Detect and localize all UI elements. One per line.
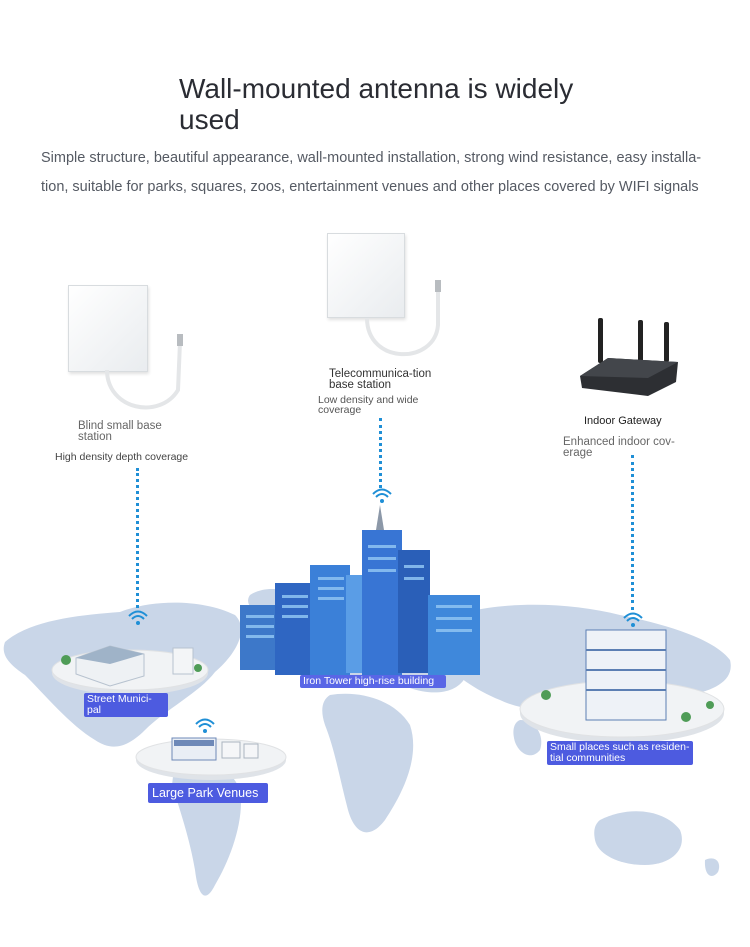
antenna-cable-icon [365,280,441,357]
device-feature-center: Low density and wide coverage [318,394,419,416]
wifi-icon [372,488,392,503]
device-name-center: Telecommunica-tion base station [329,368,432,391]
page-description: Simple structure, beautiful appearance, … [41,150,702,195]
venue-label-street: Street Munici-pal [84,693,168,717]
panel-antenna-center [327,233,405,318]
street-municipal-illustration [51,645,209,695]
signal-line-left [136,468,139,608]
router-icon [580,318,678,396]
signal-line-center [379,418,382,488]
wifi-icon [623,612,643,627]
device-feature-right: Enhanced indoor cov-erage [563,436,675,459]
device-feature-left: High density depth coverage [55,451,189,463]
residential-building-illustration [519,629,725,743]
device-name-right: Indoor Gateway [584,415,662,427]
signal-line-right [631,455,634,610]
park-venue-illustration [135,737,287,780]
city-buildings-illustration [240,505,480,675]
wifi-icon [195,718,215,733]
venue-label-tower: Iron Tower high-rise building [300,675,446,688]
antenna-cable-icon [105,334,183,410]
device-name-left: Blind small base station [78,420,162,443]
wifi-icon [128,610,148,625]
venue-label-park: Large Park Venues [148,783,268,803]
page-title: Wall-mounted antenna is widely used [179,73,574,135]
venue-label-residential: Small places such as residen-tial commun… [547,741,693,765]
